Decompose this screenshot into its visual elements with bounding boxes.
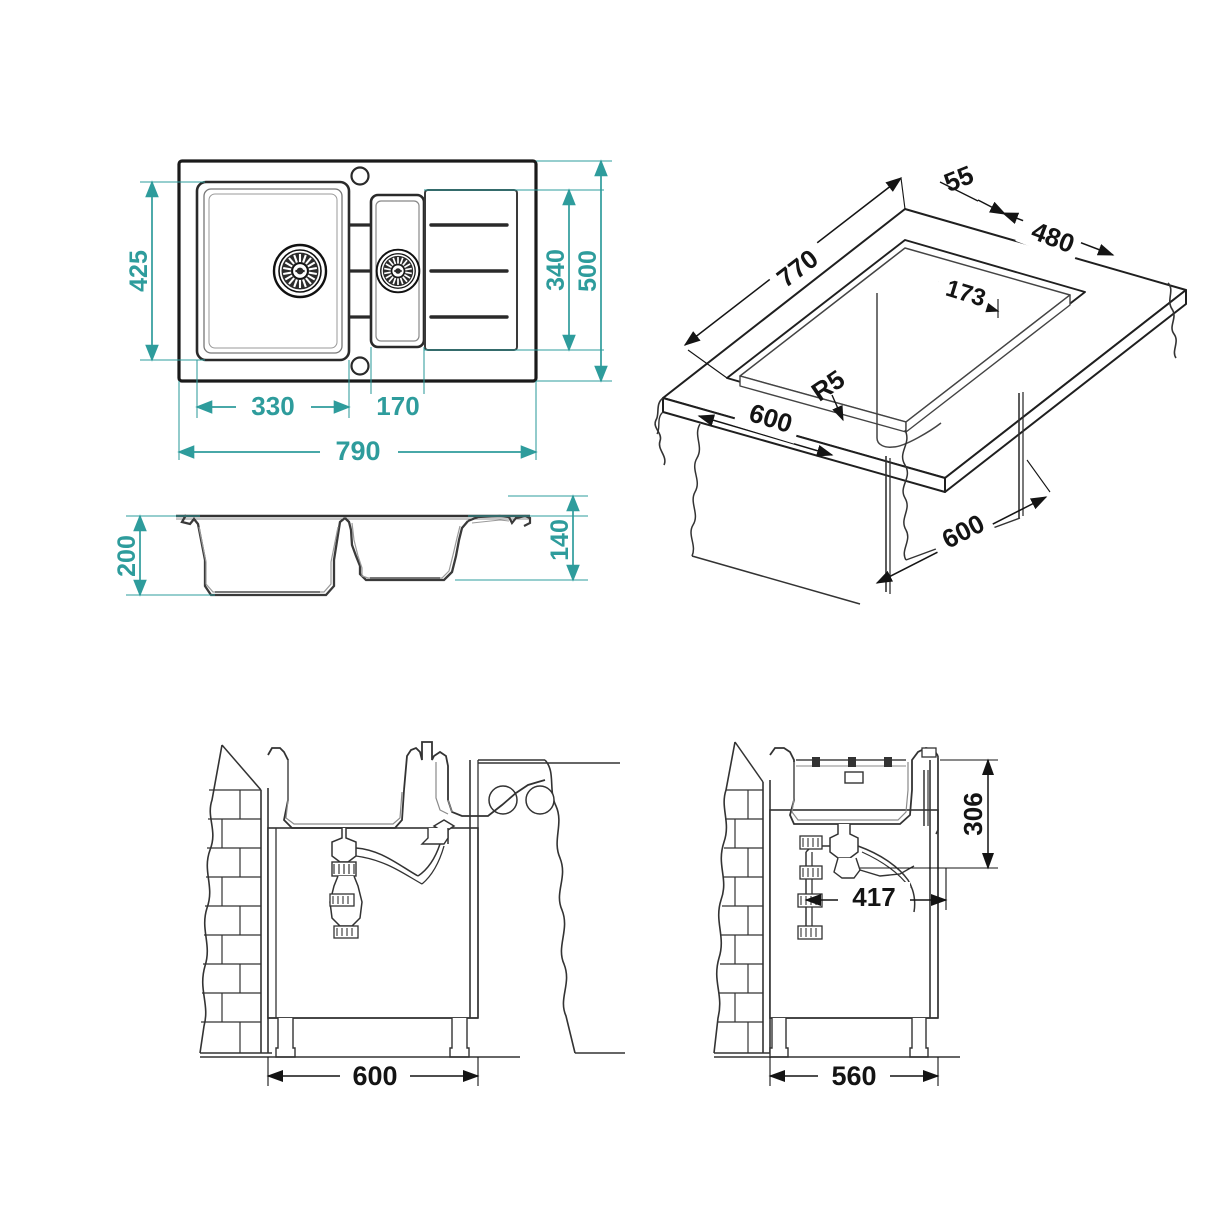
- dim-340-label: 340: [542, 249, 570, 291]
- dim-170: 170: [367, 391, 429, 421]
- dim-417-label: 417: [852, 882, 895, 912]
- knockout-hole-1: [488, 785, 518, 815]
- dim-306: 306: [860, 758, 998, 870]
- dim-200: 200: [113, 514, 147, 597]
- tap-hole-bottom: [350, 356, 370, 376]
- dim-560: 560: [768, 1057, 940, 1092]
- dim-340: 340: [542, 188, 576, 352]
- left-cabinet-section: 600: [199, 741, 625, 1092]
- dim-170-label: 170: [376, 391, 419, 421]
- dim-140-label: 140: [546, 519, 574, 561]
- dim-200-label: 200: [113, 535, 141, 577]
- isometric-view: 770 55 480 173 R5: [654, 159, 1187, 605]
- dim-140: 140: [508, 494, 588, 582]
- dim-330: 330: [195, 360, 351, 421]
- dim-790: 790: [177, 436, 538, 466]
- tap-hole-top: [350, 166, 370, 186]
- small-bowl-drain: [375, 248, 421, 294]
- dim-425: 425: [125, 180, 159, 362]
- dim-306-label: 306: [958, 792, 988, 835]
- right-cabinet-section: 306 417 560: [713, 741, 998, 1092]
- dim-500: 500: [574, 159, 608, 383]
- dim-600-left-label: 600: [352, 1061, 397, 1091]
- dim-417: 417: [804, 868, 948, 914]
- drainer-board: [424, 189, 518, 351]
- dim-500-label: 500: [574, 250, 602, 292]
- dim-790-label: 790: [335, 436, 380, 466]
- plan-view: 425 340 500 330 170 790: [125, 159, 612, 466]
- ribs-left: [348, 223, 372, 319]
- dim-600-left: 600: [266, 1057, 480, 1092]
- dim-330-label: 330: [251, 391, 294, 421]
- dim-560-label: 560: [831, 1061, 876, 1091]
- knockout-hole-2: [525, 785, 555, 815]
- large-bowl-drain: [272, 243, 328, 299]
- dim-425-label: 425: [125, 250, 153, 292]
- front-section-view: 200 140: [113, 494, 588, 597]
